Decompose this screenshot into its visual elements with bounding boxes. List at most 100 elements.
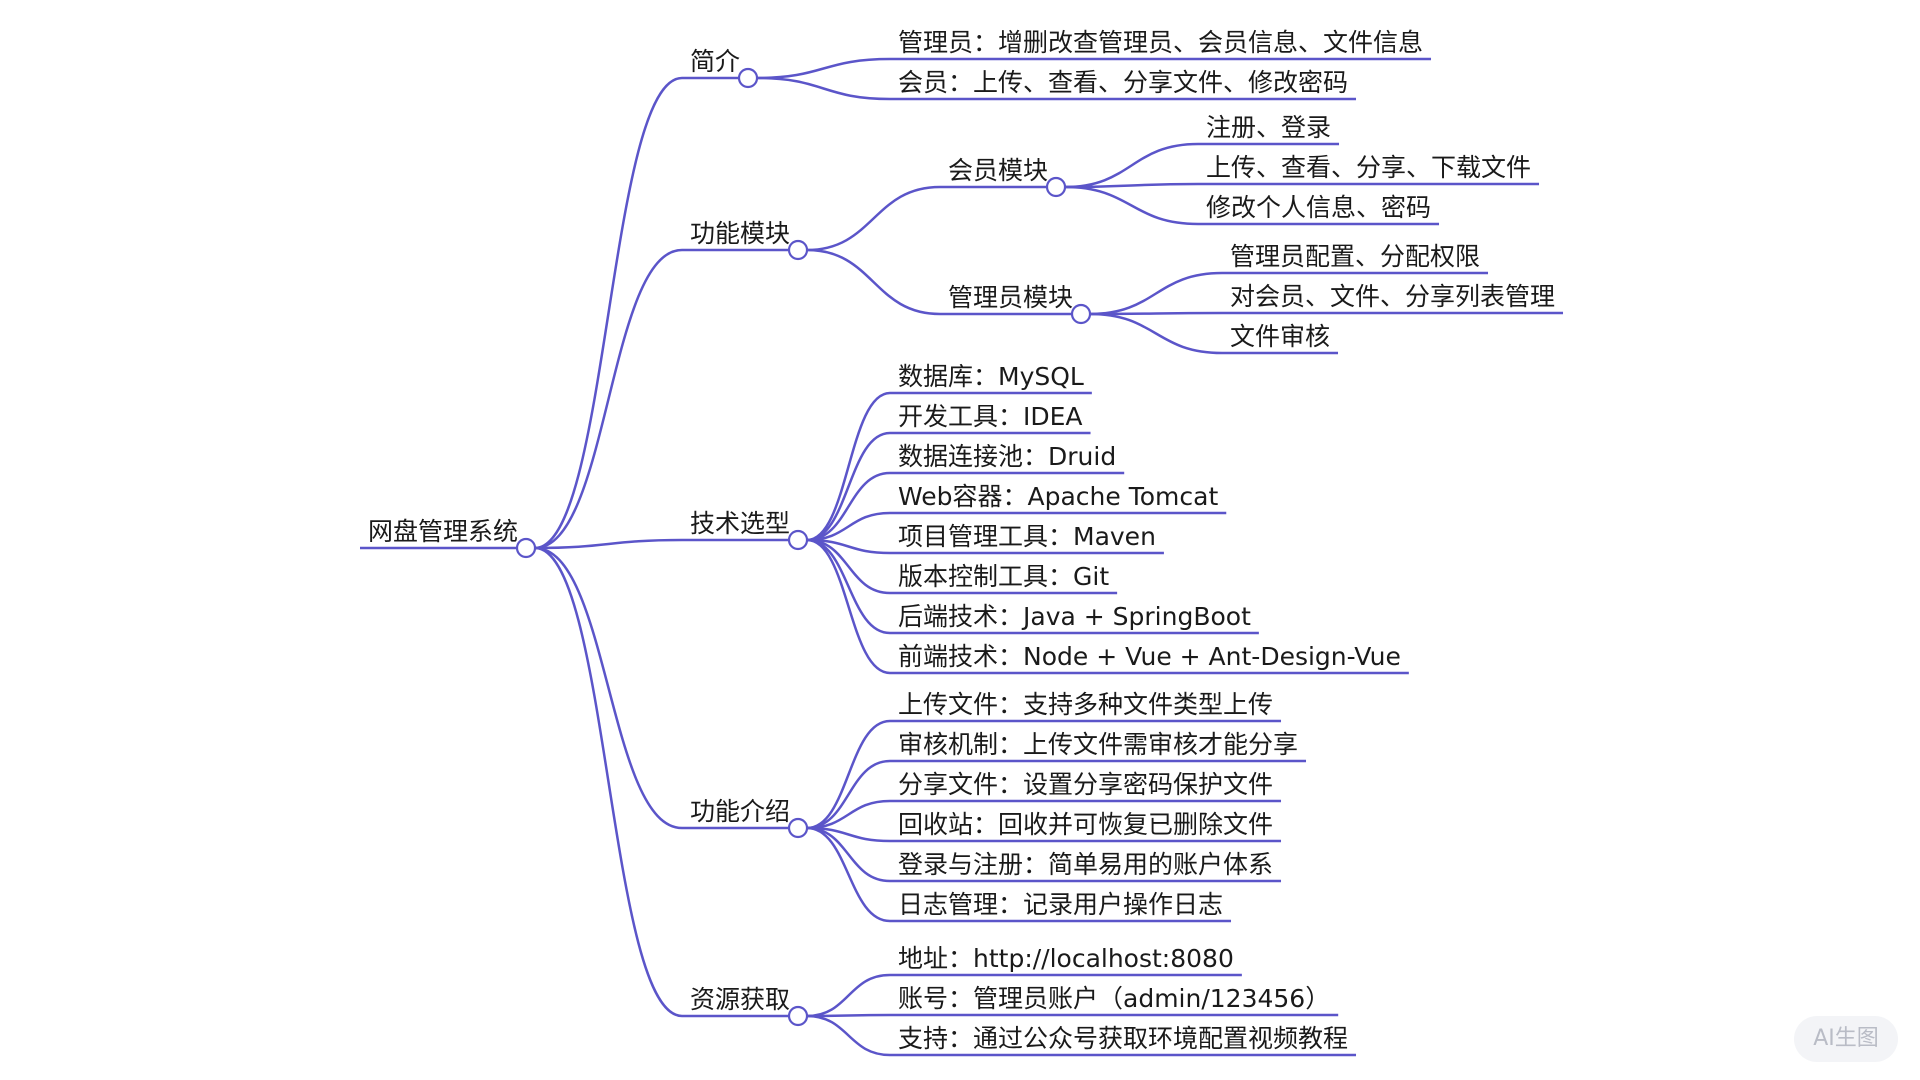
- leaf-4-2-label: 支持：通过公众号获取环境配置视频教程: [898, 1024, 1348, 1053]
- branch-4-collapse-toggle[interactable]: [787, 1005, 809, 1027]
- branch-4-label: 资源获取: [690, 985, 790, 1014]
- connector-0-0: [757, 57, 891, 80]
- connector-2-0: [806, 391, 891, 542]
- sub-branch-1-1: 管理员模块: [940, 283, 1082, 316]
- sub-branch-1-1-label: 管理员模块: [948, 283, 1073, 312]
- leaf-1-0-0-label: 注册、登录: [1206, 113, 1331, 142]
- branch-4: 资源获取: [682, 985, 799, 1018]
- connector-3-2: [807, 799, 891, 830]
- connector-1-1-1: [1090, 311, 1223, 316]
- leaf-3-4-label: 登录与注册：简单易用的账户体系: [898, 850, 1273, 879]
- leaf-2-6: 后端技术：Java + SpringBoot: [890, 602, 1259, 635]
- leaf-1-0-1-label: 上传、查看、分享、下载文件: [1206, 153, 1531, 182]
- leaf-4-1: 账号：管理员账户（admin/123456）: [890, 984, 1339, 1017]
- leaf-2-5: 版本控制工具：Git: [890, 562, 1118, 595]
- connector-root-to-4: [534, 546, 683, 1018]
- branch-3-label: 功能介绍: [690, 797, 790, 826]
- sub-branch-1-1-collapse-toggle[interactable]: [1070, 303, 1092, 325]
- leaf-2-2-label: 数据连接池：Druid: [898, 442, 1116, 471]
- leaf-4-1-label: 账号：管理员账户（admin/123456）: [898, 984, 1330, 1013]
- branch-0-label: 简介: [690, 47, 740, 76]
- connector-2-6: [806, 538, 891, 635]
- leaf-3-1-label: 审核机制：上传文件需审核才能分享: [898, 730, 1298, 759]
- connector-4-1: [807, 1013, 891, 1018]
- branch-2-collapse-toggle[interactable]: [787, 529, 809, 551]
- connector-root-to-2: [535, 538, 683, 550]
- leaf-1-1-1-label: 对会员、文件、分享列表管理: [1230, 282, 1555, 311]
- root-topic: 网盘管理系统: [360, 517, 527, 550]
- leaf-1-0-1: 上传、查看、分享、下载文件: [1198, 153, 1540, 186]
- leaf-1-0-0: 注册、登录: [1198, 113, 1340, 146]
- root-topic-collapse-toggle[interactable]: [515, 537, 537, 559]
- leaf-1-1-0-label: 管理员配置、分配权限: [1230, 242, 1480, 271]
- leaf-1-0-2-label: 修改个人信息、密码: [1206, 193, 1431, 222]
- sub-branch-1-0: 会员模块: [940, 156, 1057, 189]
- leaf-2-1: 开发工具：IDEA: [890, 402, 1091, 435]
- leaf-3-3-label: 回收站：回收并可恢复已删除文件: [898, 810, 1273, 839]
- leaf-3-2: 分享文件：设置分享密码保护文件: [890, 770, 1282, 803]
- connector-3-1: [806, 759, 891, 830]
- leaf-1-1-0: 管理员配置、分配权限: [1222, 242, 1489, 275]
- sub-branch-1-0-label: 会员模块: [948, 156, 1048, 185]
- connector-1-0: [807, 185, 941, 252]
- leaf-2-7: 前端技术：Node + Vue + Ant-Design-Vue: [890, 642, 1409, 675]
- leaf-2-0-label: 数据库：MySQL: [898, 362, 1084, 391]
- leaf-2-1-label: 开发工具：IDEA: [898, 402, 1083, 431]
- connector-1-1-2: [1090, 312, 1223, 355]
- connector-4-0: [807, 973, 891, 1018]
- leaf-2-2: 数据连接池：Druid: [890, 442, 1125, 475]
- connector-2-7: [806, 538, 891, 675]
- connector-root-to-0: [534, 76, 683, 550]
- leaf-0-0: 管理员：增删改查管理员、会员信息、文件信息: [890, 28, 1432, 61]
- leaf-2-4-label: 项目管理工具：Maven: [898, 522, 1156, 551]
- leaf-4-0-label: 地址：http://localhost:8080: [898, 944, 1234, 973]
- root-topic-label: 网盘管理系统: [368, 517, 518, 546]
- branch-0-collapse-toggle[interactable]: [737, 67, 759, 89]
- connector-1-0-1: [1065, 182, 1199, 189]
- leaf-2-6-label: 后端技术：Java + SpringBoot: [898, 602, 1251, 631]
- sub-branch-1-0-collapse-toggle[interactable]: [1045, 176, 1067, 198]
- leaf-4-0: 地址：http://localhost:8080: [890, 944, 1242, 977]
- connector-2-1: [806, 431, 891, 542]
- branch-2-label: 技术选型: [690, 509, 790, 538]
- ai-watermark-badge: AI生图: [1794, 1016, 1898, 1062]
- connector-layer: [534, 57, 1223, 1057]
- leaf-0-0-label: 管理员：增删改查管理员、会员信息、文件信息: [898, 28, 1423, 57]
- leaf-3-4: 登录与注册：简单易用的账户体系: [890, 850, 1282, 883]
- node-layer: 网盘管理系统 简介 管理员：增删改查管理员、会员信息、文件信息会员：上传、查看、分享…: [360, 28, 1564, 1057]
- branch-1-collapse-toggle[interactable]: [787, 239, 809, 261]
- leaf-2-3: Web容器：Apache Tomcat: [890, 482, 1227, 515]
- leaf-2-5-label: 版本控制工具：Git: [898, 562, 1109, 591]
- leaf-0-1: 会员：上传、查看、分享文件、修改密码: [890, 68, 1357, 101]
- leaf-1-0-2: 修改个人信息、密码: [1198, 193, 1440, 226]
- connector-4-2: [807, 1014, 891, 1057]
- leaf-1-1-2: 文件审核: [1222, 322, 1339, 355]
- branch-3: 功能介绍: [682, 797, 799, 830]
- connector-1-1: [807, 248, 941, 316]
- leaf-3-5-label: 日志管理：记录用户操作日志: [898, 890, 1223, 919]
- leaf-1-1-2-label: 文件审核: [1230, 322, 1330, 351]
- leaf-2-0: 数据库：MySQL: [890, 362, 1092, 395]
- leaf-3-3: 回收站：回收并可恢复已删除文件: [890, 810, 1282, 843]
- branch-3-collapse-toggle[interactable]: [787, 817, 809, 839]
- connector-1-0-2: [1065, 185, 1199, 226]
- leaf-2-7-label: 前端技术：Node + Vue + Ant-Design-Vue: [898, 642, 1401, 671]
- connector-3-5: [806, 826, 891, 923]
- leaf-3-2-label: 分享文件：设置分享密码保护文件: [898, 770, 1273, 799]
- connector-1-0-0: [1065, 142, 1199, 189]
- connector-root-to-3: [535, 546, 683, 830]
- connector-2-3: [807, 511, 891, 542]
- connector-0-1: [757, 76, 891, 101]
- branch-1: 功能模块: [682, 219, 799, 252]
- leaf-0-1-label: 会员：上传、查看、分享文件、修改密码: [898, 68, 1348, 97]
- leaf-2-4: 项目管理工具：Maven: [890, 522, 1164, 555]
- leaf-1-1-1: 对会员、文件、分享列表管理: [1222, 282, 1564, 315]
- leaf-3-5: 日志管理：记录用户操作日志: [890, 890, 1232, 923]
- connector-root-to-1: [535, 248, 683, 550]
- branch-2: 技术选型: [682, 509, 799, 542]
- branch-0: 简介: [682, 47, 749, 80]
- leaf-3-0-label: 上传文件：支持多种文件类型上传: [898, 690, 1273, 719]
- connector-3-0: [806, 719, 891, 830]
- leaf-2-3-label: Web容器：Apache Tomcat: [898, 482, 1218, 511]
